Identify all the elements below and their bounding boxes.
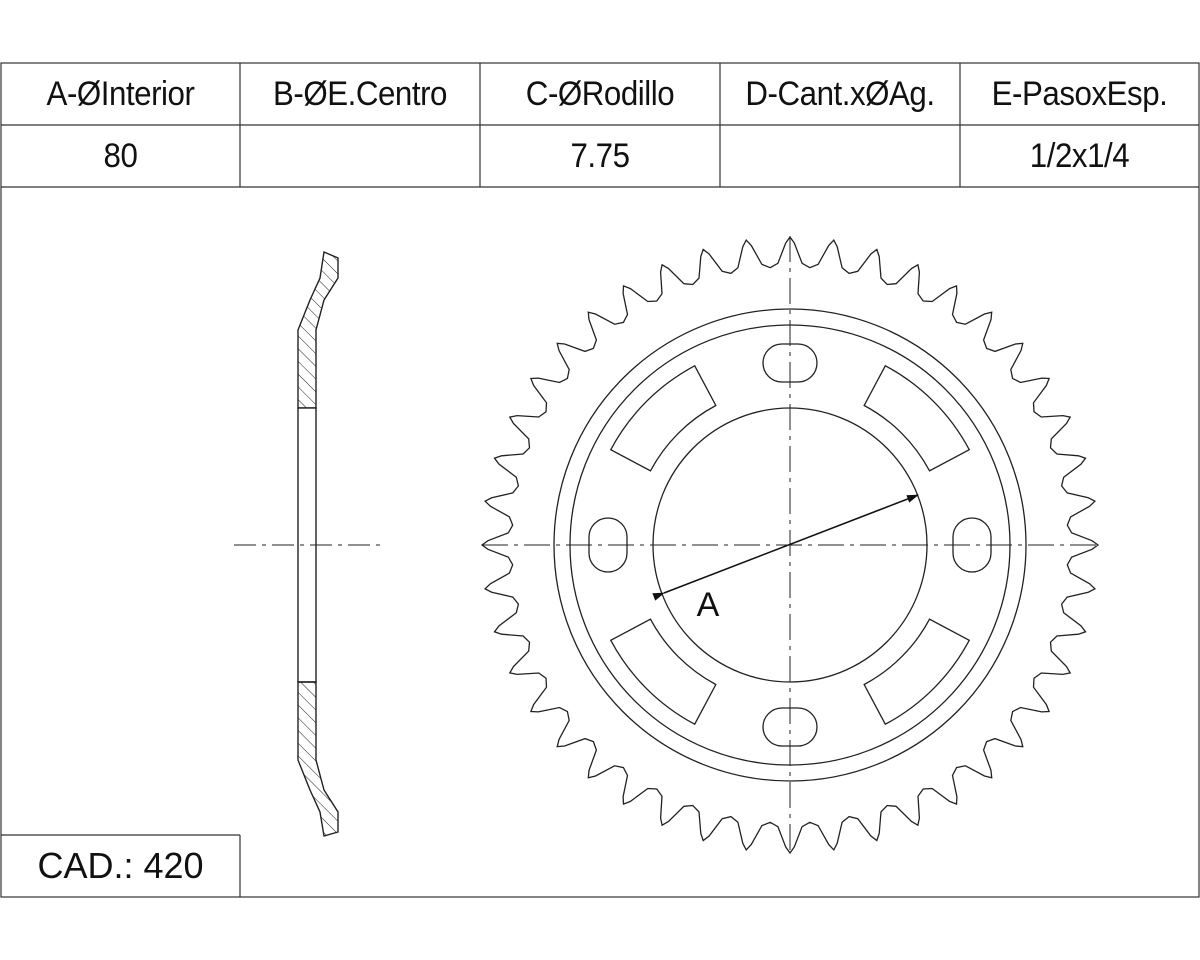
header-pitch-thickness: E-PasoxEsp. [991,74,1168,113]
lightening-window [863,618,971,726]
value-pitch-thickness: 1/2x1/4 [1029,136,1130,175]
lightening-window [863,364,971,472]
header-roller-diameter: C-ØRodillo [525,74,675,113]
sprocket-teeth-outline [480,235,1100,855]
value-interior-diameter: 80 [103,136,138,175]
side-profile-upper-hatched [297,251,339,409]
rim-circle [553,308,1027,782]
dimension-label: A [697,586,720,624]
spec-table-grid [0,62,1200,898]
header-interior-diameter: A-ØInterior [46,74,195,113]
header-hole-count: D-Cant.xØAg. [745,74,935,113]
lightening-windows [609,364,971,726]
header-center-diameter: B-ØE.Centro [273,74,447,113]
cad-label: CAD.: 420 [37,845,204,886]
sprocket-front-view: A [480,235,1100,855]
diameter-dimension-arrow [652,494,919,601]
sprocket-side-view [234,251,386,837]
side-profile-lower-hatched [297,681,339,837]
value-hole-count [730,125,951,187]
lightening-window [609,364,717,472]
lightening-window [609,618,717,726]
value-roller-diameter: 7.75 [570,136,630,175]
cad-box [1,834,241,897]
value-center-diameter [250,125,471,187]
